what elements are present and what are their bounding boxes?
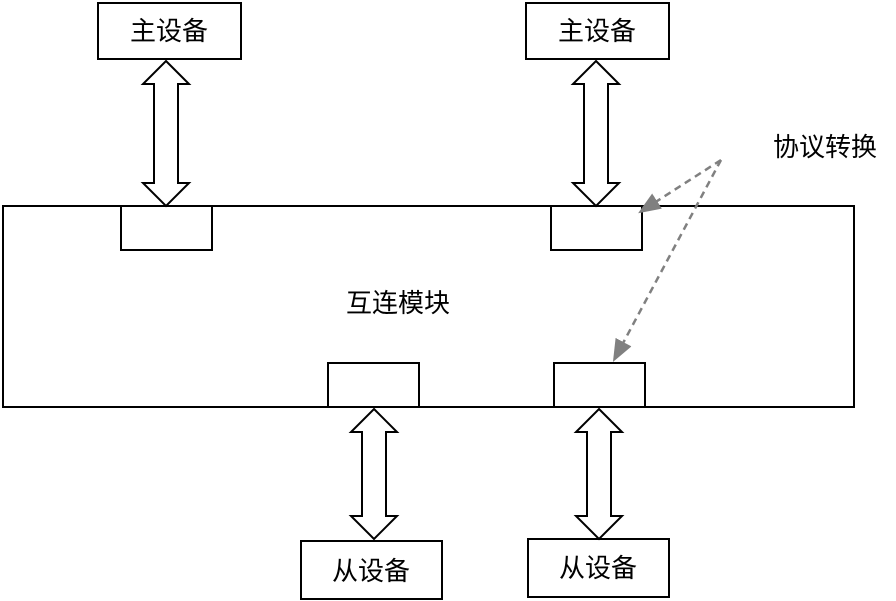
slave-device-left: 从设备	[300, 540, 443, 600]
double-arrow-master-left	[140, 59, 192, 208]
slave-port-left	[327, 362, 420, 408]
master-port-right	[550, 205, 643, 251]
interconnect-module-box	[2, 205, 855, 408]
master-port-left	[120, 205, 213, 251]
protocol-conversion-pointer-lower	[612, 159, 723, 362]
protocol-conversion-pointer-upper	[638, 158, 722, 214]
interconnect-module-label: 互连模块	[346, 289, 450, 319]
double-arrow-slave-right	[573, 407, 625, 541]
double-arrow-master-right	[570, 59, 622, 208]
master-device-left: 主设备	[97, 2, 242, 60]
master-device-left-label: 主设备	[130, 17, 208, 47]
slave-device-right-label: 从设备	[559, 554, 637, 584]
master-device-right: 主设备	[525, 2, 670, 60]
slave-port-right	[553, 362, 646, 408]
double-arrow-slave-left	[348, 407, 400, 541]
protocol-conversion-label: 协议转换	[773, 133, 877, 163]
slave-device-right: 从设备	[527, 538, 670, 598]
slave-device-left-label: 从设备	[332, 557, 410, 587]
master-device-right-label: 主设备	[558, 17, 636, 47]
